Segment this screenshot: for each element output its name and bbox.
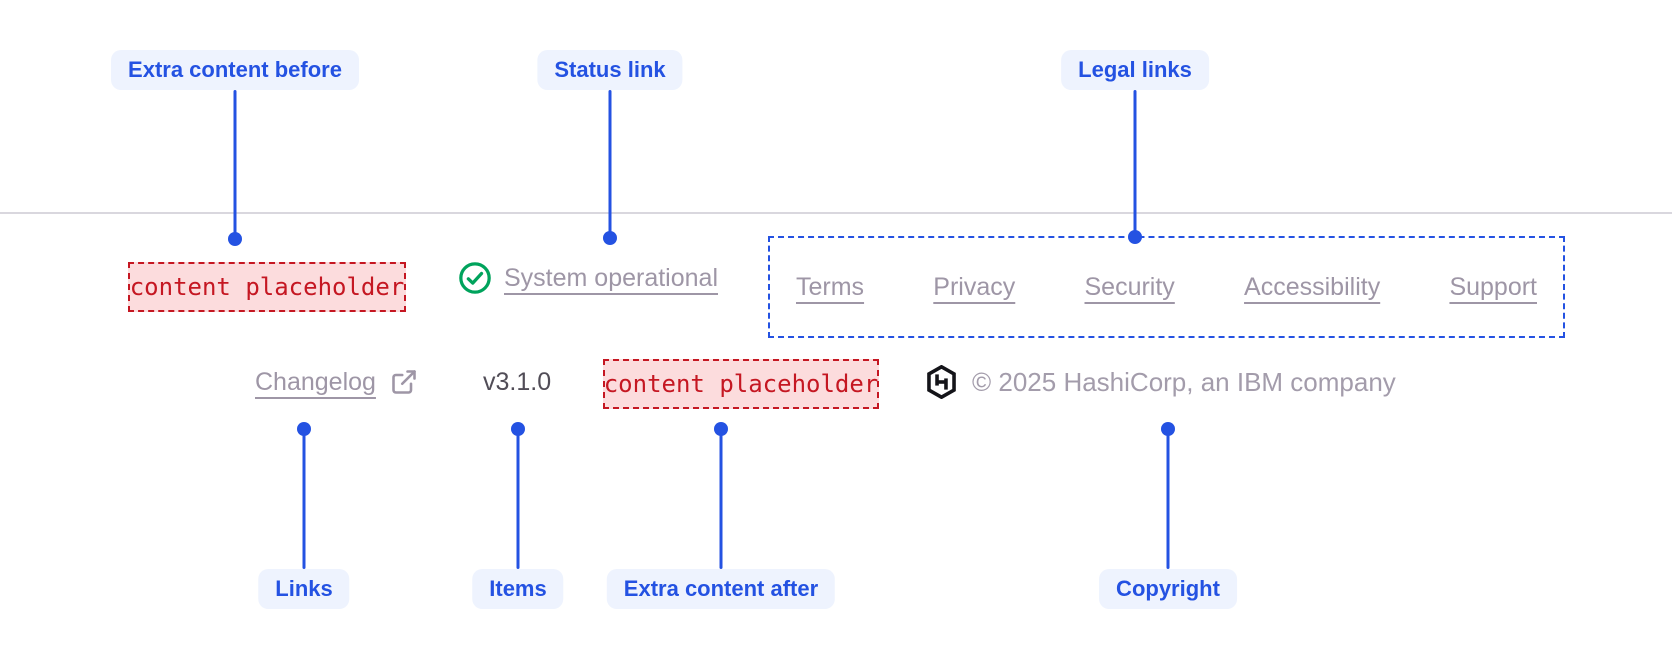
legal-link-accessibility[interactable]: Accessibility	[1244, 272, 1381, 301]
changelog-link[interactable]: Changelog	[255, 364, 418, 400]
callout-label-legal-links: Legal links	[1061, 50, 1209, 90]
callout-line	[719, 429, 723, 569]
legal-link-terms[interactable]: Terms	[796, 272, 865, 301]
legal-link-privacy[interactable]: Privacy	[933, 272, 1016, 301]
legal-link-security[interactable]: Security	[1084, 272, 1175, 301]
callout-label-extra-content-after: Extra content after	[606, 569, 836, 609]
footer-top-divider	[0, 212, 1672, 214]
legal-links-group: Terms Privacy Security Accessibility Sup…	[768, 236, 1565, 338]
hashicorp-logo-icon	[926, 365, 957, 399]
legal-link-support[interactable]: Support	[1449, 272, 1537, 301]
callout-dot	[228, 232, 242, 246]
callout-dot	[1128, 230, 1142, 244]
callout-label-extra-content-before: Extra content before	[111, 50, 359, 90]
callout-line	[1133, 90, 1137, 237]
extra-content-before-placeholder: content placeholder	[128, 262, 406, 312]
extra-content-after-placeholder: content placeholder	[603, 359, 879, 409]
changelog-link-label[interactable]: Changelog	[255, 367, 376, 396]
callout-line	[608, 90, 612, 238]
callout-line	[302, 429, 306, 569]
callout-label-status-link: Status link	[537, 50, 683, 90]
callout-dot	[603, 231, 617, 245]
callout-line	[1166, 429, 1170, 569]
copyright: © 2025 HashiCorp, an IBM company	[926, 362, 1396, 402]
status-link-label[interactable]: System operational	[504, 263, 719, 292]
copyright-text: © 2025 HashiCorp, an IBM company	[972, 366, 1396, 397]
callout-label-copyright: Copyright	[1099, 569, 1237, 609]
callout-label-items: Items	[472, 569, 564, 609]
external-link-icon	[390, 368, 418, 396]
status-link[interactable]: System operational	[458, 258, 718, 298]
callout-label-links: Links	[258, 569, 350, 609]
check-circle-icon	[458, 261, 492, 295]
version-item: v3.1.0	[483, 368, 552, 396]
callout-line	[233, 90, 237, 239]
callout-line	[516, 429, 520, 569]
